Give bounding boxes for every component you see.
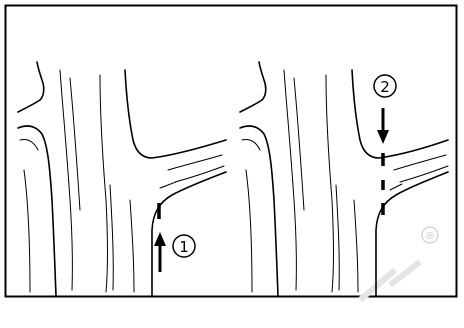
- svg-text:1: 1: [179, 238, 189, 256]
- bark-line: [284, 70, 296, 290]
- bark-line: [130, 200, 134, 292]
- panel-left: [18, 62, 226, 296]
- bark-line: [20, 139, 38, 150]
- bark-line: [24, 170, 30, 292]
- watermark-text: ®: [425, 231, 435, 242]
- collar-line: [175, 166, 224, 182]
- svg-text:2: 2: [380, 78, 390, 96]
- collar-line: [394, 155, 446, 170]
- figure-border: [6, 6, 457, 297]
- watermark-stroke: [360, 262, 420, 300]
- bark-line: [354, 200, 358, 292]
- collar-line: [168, 155, 222, 170]
- collar-line: [390, 184, 402, 190]
- collar-line: [400, 166, 448, 182]
- arrow-up-icon: [154, 232, 166, 272]
- branch-lower-edge: [152, 172, 226, 296]
- step-marker-1: 1: [173, 235, 195, 257]
- bark-line: [110, 185, 113, 290]
- collar-line: [160, 182, 176, 188]
- bark-line: [100, 75, 108, 292]
- bark-line: [60, 70, 72, 290]
- bark-line: [242, 139, 260, 150]
- trunk-crotch-edge: [352, 70, 448, 158]
- trunk-left-edge: [18, 126, 56, 296]
- trunk-crotch-edge: [125, 70, 226, 158]
- bark-line: [294, 78, 304, 210]
- bark-line: [246, 170, 252, 292]
- step-marker-2: 2: [374, 75, 396, 97]
- arrow-down-icon: [377, 108, 389, 144]
- bark-line: [336, 185, 339, 290]
- trunk-left-edge: [240, 126, 278, 296]
- bark-line: [70, 78, 80, 210]
- trunk-stub-edge: [240, 62, 266, 112]
- bark-line: [326, 75, 334, 292]
- trunk-stub-edge: [18, 62, 44, 112]
